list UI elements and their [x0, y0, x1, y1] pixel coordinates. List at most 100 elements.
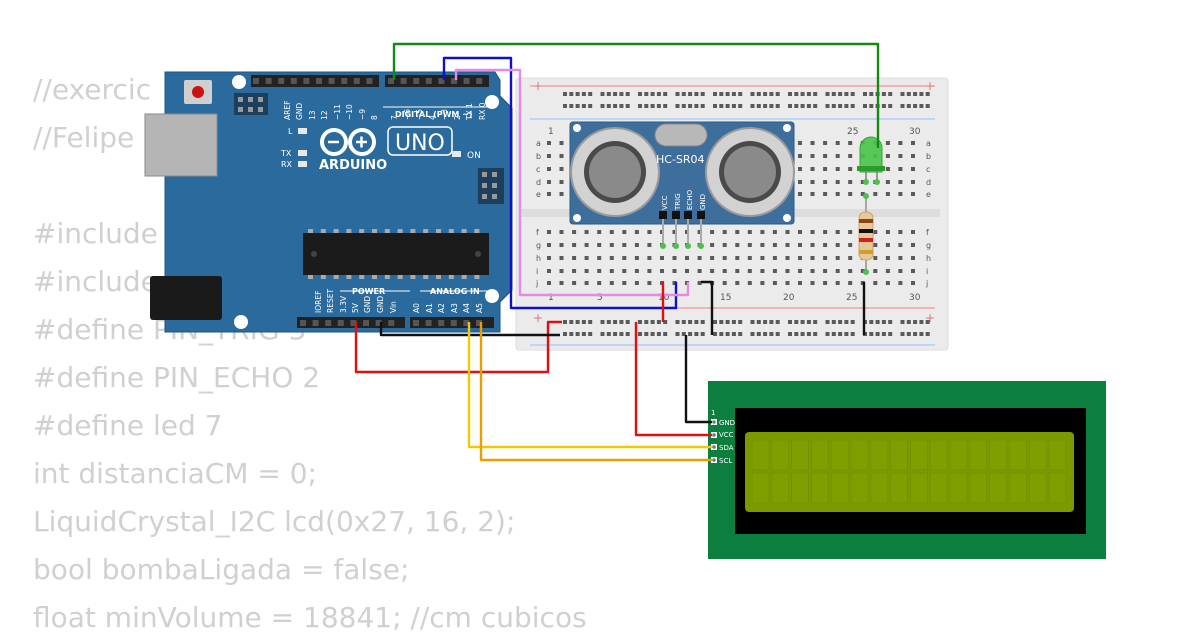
bb-hole	[747, 269, 752, 273]
wire-red-5v-rail[interactable]	[354, 320, 562, 374]
bb-rail-hole	[575, 332, 580, 336]
bb-hole	[722, 269, 727, 273]
wire-green-pin7-led[interactable]	[392, 42, 880, 148]
lcd-char-cell	[771, 472, 790, 504]
bb-hole	[622, 281, 627, 285]
bb-hole	[823, 281, 828, 285]
lcd-pin-hole	[712, 433, 716, 437]
bb-hole	[572, 281, 577, 285]
bb-rail-hole	[688, 104, 693, 108]
digital-pin-hole	[341, 78, 348, 84]
bb-rail-hole	[600, 92, 605, 96]
bb-hole	[810, 281, 815, 285]
bb-hole	[634, 230, 639, 234]
bb-hole	[885, 281, 890, 285]
bb-rail-hole	[906, 332, 911, 336]
bb-rail-hole	[725, 92, 730, 96]
bb-rail-hole	[769, 92, 774, 96]
bb-row-label: h	[926, 254, 931, 263]
lcd-char-cell	[870, 439, 889, 471]
bb-hole	[798, 167, 802, 171]
lcd-pin-hole	[712, 458, 716, 462]
bb-hole	[873, 256, 878, 260]
bb-rail-hole	[675, 332, 680, 336]
bb-hole	[547, 243, 551, 247]
bb-rail-hole	[569, 320, 574, 324]
sensor-pin-contact	[698, 243, 704, 249]
rail-plus-top-left: +	[533, 79, 543, 93]
bb-rail-hole	[800, 320, 805, 324]
bb-rail-hole	[794, 332, 799, 336]
power-pin-hole	[375, 320, 382, 326]
bb-rail-hole	[638, 320, 642, 324]
bb-rail-hole	[919, 104, 924, 108]
analog-pin-hole	[450, 320, 457, 326]
bb-row-label: i	[536, 267, 538, 276]
bb-rail-hole	[913, 332, 918, 336]
bb-rail-hole	[719, 92, 724, 96]
bb-hole	[609, 243, 614, 247]
bb-rail-hole	[663, 332, 668, 336]
bb-hole	[685, 256, 689, 260]
bb-hole	[747, 256, 752, 260]
bb-rail-hole	[681, 320, 686, 324]
bb-hole	[848, 192, 853, 196]
digital-pin-hole	[388, 78, 394, 84]
bb-rail-hole	[688, 320, 693, 324]
bb-rail-hole	[700, 92, 705, 96]
bb-rail-hole	[813, 92, 818, 96]
bb-hole	[823, 243, 828, 247]
lcd-char-cell	[1028, 472, 1047, 504]
bb-hole	[747, 230, 752, 234]
lcd-char-cell	[910, 439, 928, 471]
wire-orange-a5-scl[interactable]	[479, 322, 712, 462]
bb-rail-hole	[625, 332, 630, 336]
bb-hole	[760, 256, 765, 260]
bb-hole	[911, 154, 915, 158]
lcd-char-cell	[949, 472, 968, 504]
wire-pink-pin2-echo[interactable]	[454, 68, 690, 297]
bb-hole	[697, 230, 702, 234]
bb-rail-hole	[844, 320, 849, 324]
bb-hole	[785, 269, 790, 273]
bb-rail-hole	[906, 92, 911, 96]
bb-rail-hole	[625, 320, 630, 324]
bb-hole	[772, 243, 777, 247]
power-pin-hole	[312, 320, 319, 326]
green-led[interactable]	[857, 136, 885, 185]
mounting-hole-2	[485, 95, 499, 109]
bb-hole	[772, 269, 777, 273]
wire-blue-pin3-trig[interactable]	[442, 56, 678, 310]
bb-rail-hole	[663, 104, 668, 108]
lcd-char-cell	[830, 439, 849, 471]
bb-hole	[622, 256, 627, 260]
bb-hole	[547, 256, 551, 260]
wire-yellow-a4-sda[interactable]	[467, 322, 712, 449]
wire-red-lcd-vcc[interactable]	[634, 322, 712, 437]
bb-hole	[572, 230, 577, 234]
bb-hole	[798, 180, 802, 184]
wire-black-gnd-rail[interactable]	[379, 322, 560, 337]
bb-hole	[823, 256, 828, 260]
wire-black-lcd-gnd[interactable]	[684, 335, 712, 424]
bb-hole	[647, 281, 652, 285]
bb-hole	[547, 269, 551, 273]
reset-button-cap[interactable]	[192, 86, 204, 98]
bb-hole	[685, 269, 689, 273]
resistor[interactable]	[858, 193, 874, 275]
bb-hole	[785, 256, 790, 260]
bb-hole	[898, 269, 903, 273]
bb-rail-hole	[788, 332, 792, 336]
code-line: int distanciaCM = 0;	[33, 457, 317, 490]
lcd-pin-label-gnd: GND	[719, 419, 735, 427]
bb-rail-hole	[644, 92, 649, 96]
digital-pin-label: 4	[428, 115, 437, 120]
bb-hole	[722, 256, 727, 260]
bb-hole	[835, 269, 840, 273]
bb-hole	[572, 243, 577, 247]
wire-black-gnd-sensor[interactable]	[701, 280, 714, 335]
bb-rail-hole	[813, 332, 818, 336]
wires	[354, 42, 880, 462]
transducer-right	[705, 127, 795, 217]
